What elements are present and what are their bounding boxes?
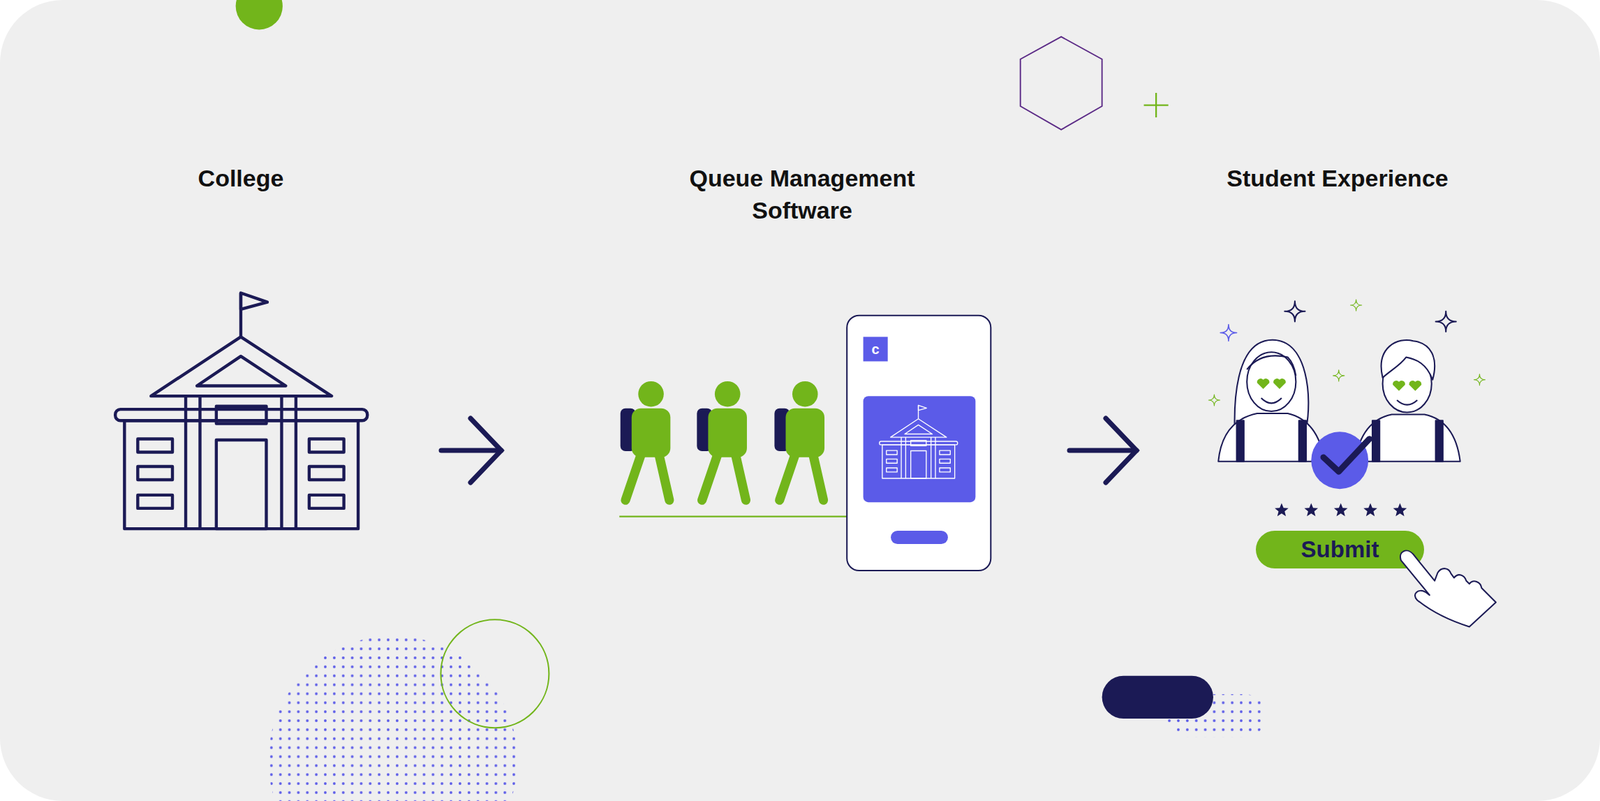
stage-group: College <box>41 153 433 545</box>
rating-stars <box>1274 503 1407 517</box>
sparkle <box>1333 369 1345 382</box>
button-label: Submit <box>1301 536 1380 563</box>
heart-eyes <box>1257 378 1422 391</box>
phone <box>846 315 991 571</box>
sparkle <box>1220 324 1237 341</box>
phone-button <box>890 530 948 544</box>
college-building <box>115 293 368 530</box>
student-boy <box>1354 339 1461 462</box>
deco-plus <box>1144 92 1169 118</box>
deco-pill <box>1102 675 1214 719</box>
student-walker <box>696 381 747 500</box>
deco-hexagon <box>1020 36 1103 130</box>
check-badge <box>1310 431 1369 489</box>
screen-building <box>879 404 958 479</box>
app-logo-letter: c <box>871 341 879 358</box>
stage-heading: College <box>129 161 353 195</box>
sparkle <box>1473 374 1485 386</box>
student-walker <box>620 381 671 500</box>
deco-dot <box>235 0 283 30</box>
sparkle <box>1284 300 1305 322</box>
phone-screen <box>863 395 976 502</box>
app-logo <box>863 336 888 361</box>
sparkle <box>1435 311 1457 332</box>
deco-ring <box>440 619 549 728</box>
stage-heading: Student Experience <box>1225 161 1450 195</box>
check-mark <box>1323 439 1370 472</box>
sparkle <box>1208 394 1220 406</box>
sparkle <box>1350 299 1362 311</box>
stage-group: Student ExperienceSubmit <box>1144 153 1536 587</box>
stage-heading: Queue Management Software <box>655 161 949 227</box>
flow-arrow <box>1069 418 1137 483</box>
student-walker <box>774 381 825 500</box>
flow-arrow <box>441 418 502 483</box>
student-girl <box>1218 339 1325 462</box>
stage-group: Queue Management Software <box>509 153 1062 573</box>
deco-dotted-circle <box>268 635 518 801</box>
submit-button: Submit <box>1255 530 1425 569</box>
